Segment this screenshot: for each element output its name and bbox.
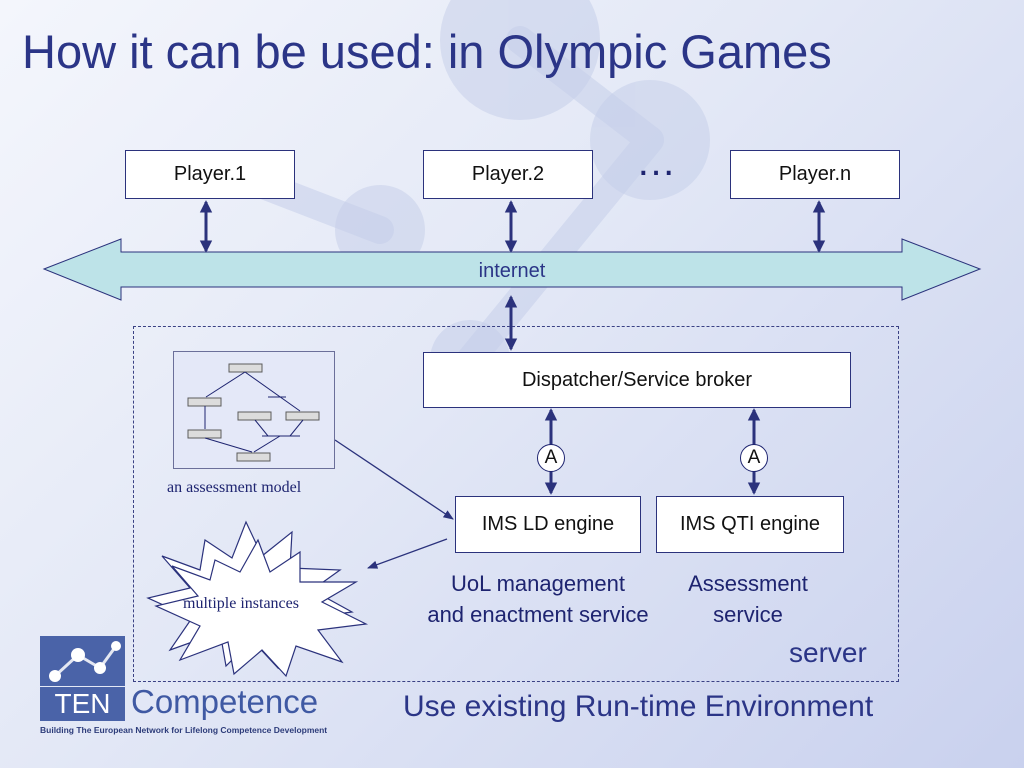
assessment-service-label: Assessment service: [664, 568, 832, 630]
uol-service-line-2: and enactment service: [427, 602, 649, 627]
assessment-model-caption: an assessment model: [167, 479, 302, 496]
players-ellipsis: …: [636, 140, 677, 184]
server-label: server: [789, 637, 867, 668]
ld-to-instances-arrow: [367, 538, 448, 569]
player-box-2: Player.2: [423, 150, 593, 199]
player-box-1: Player.1: [125, 150, 295, 199]
instances-caption: multiple instances: [183, 595, 299, 612]
badge-a-left: A: [537, 444, 565, 472]
ims-ld-engine-box: IMS LD engine: [455, 496, 641, 553]
uol-service-line-1: UoL management: [450, 571, 626, 596]
assessment-service-line-2: service: [713, 602, 783, 627]
player-box-n: Player.n: [730, 150, 900, 199]
model-to-ld-arrow: [334, 439, 454, 520]
assessment-service-line-1: Assessment: [688, 571, 808, 596]
internet-band: [42, 238, 982, 301]
server-region: [133, 326, 899, 682]
logo-competence: Competence: [131, 683, 319, 720]
badge-a-right: A: [740, 444, 768, 472]
logo-tagline: Building The European Network for Lifelo…: [40, 725, 328, 735]
instances-burst: [146, 520, 369, 678]
ims-qti-engine-box: IMS QTI engine: [656, 496, 844, 553]
uol-service-label: UoL management and enactment service: [400, 568, 676, 630]
logo-ten: TEN: [40, 687, 125, 721]
footer-text: Use existing Run-time Environment: [403, 690, 874, 723]
broker-box: Dispatcher/Service broker: [423, 352, 851, 408]
internet-label: internet: [478, 260, 546, 282]
slide-title: How it can be used: in Olympic Games: [22, 25, 832, 78]
